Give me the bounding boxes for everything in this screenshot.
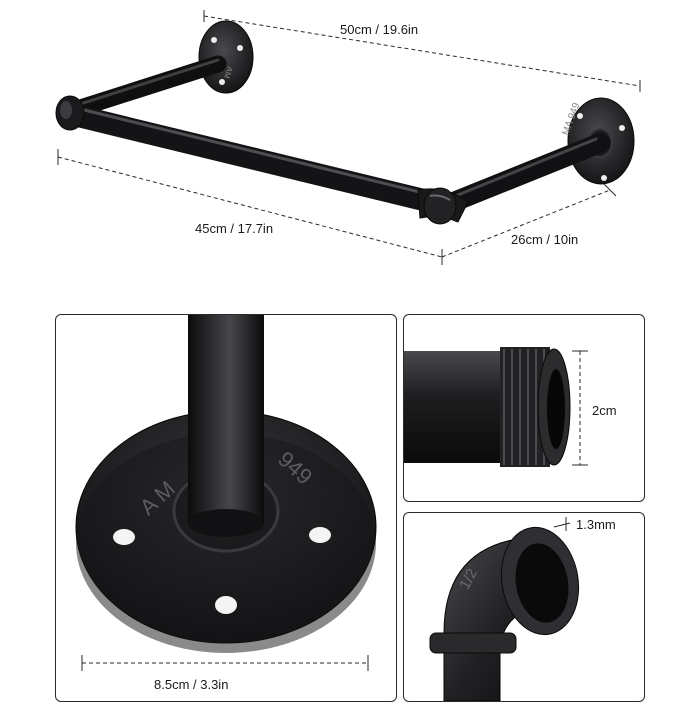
elbow-right xyxy=(417,187,469,225)
rail-pipe-front xyxy=(63,104,447,214)
dimension-label-flange-width: 8.5cm / 3.3in xyxy=(154,677,229,692)
dimension-label-top-length: 50cm / 19.6in xyxy=(340,22,419,37)
dimension-line-depth xyxy=(441,189,611,258)
pipe-thread-image xyxy=(404,347,588,467)
rail-pipe-side-right xyxy=(436,133,610,215)
dimension-label-wall-thickness: 1.3mm xyxy=(576,517,616,532)
elbow-fitting-panel: 1/2 1.3mm xyxy=(403,512,645,702)
flange-closeup-image: A M 949 xyxy=(75,315,377,671)
elbow-left xyxy=(55,95,85,131)
dimension-label-pipe-diameter: 2cm xyxy=(592,403,617,418)
dimension-line-top xyxy=(203,15,641,87)
dimension-label-front-length: 45cm / 17.7in xyxy=(195,221,274,236)
elbow-fitting-image: 1/2 xyxy=(429,517,580,701)
dimension-label-depth: 26cm / 10in xyxy=(511,232,579,247)
rail-product-illustration: AM MA 949 xyxy=(55,10,641,265)
pipe-thread-panel: 2cm xyxy=(403,314,645,502)
flange-closeup-panel: A M 949 8.5cm / 3.3in xyxy=(55,314,397,702)
wall-flange-left: AM xyxy=(198,20,254,94)
dimension-line-front xyxy=(57,156,443,258)
svg-text:AM: AM xyxy=(222,65,235,80)
rail-pipe-short-left xyxy=(65,55,227,119)
